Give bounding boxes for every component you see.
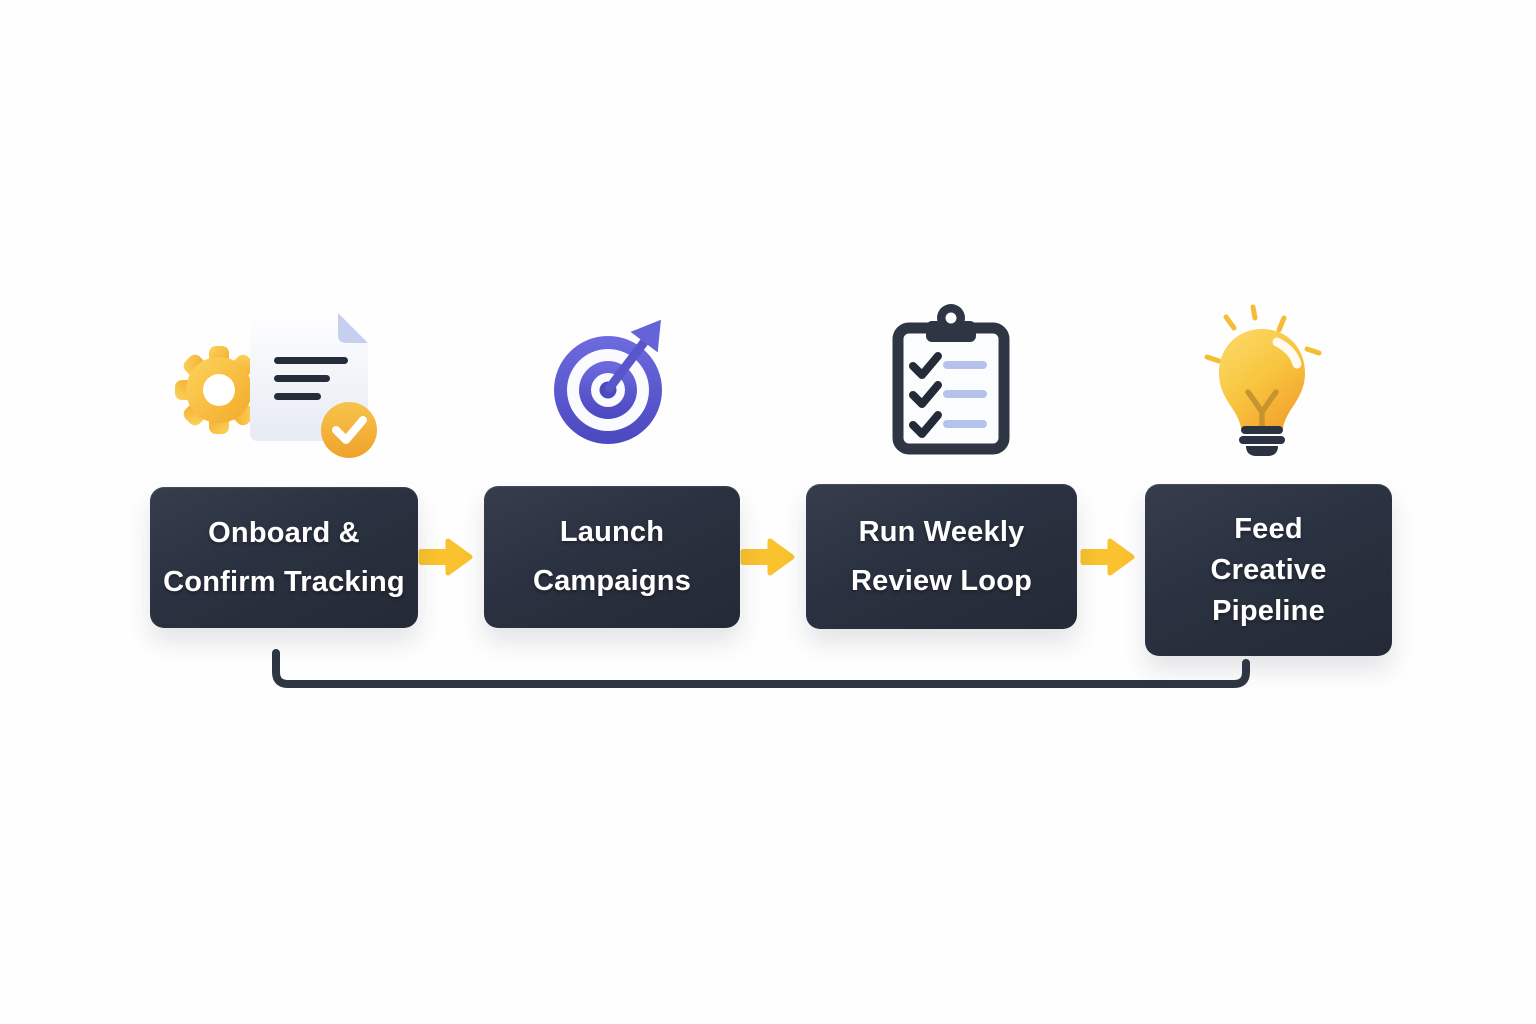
step-label-line: Creative [1210, 553, 1327, 586]
step-label-line: Review Loop [850, 564, 1033, 597]
lightbulb-icon [1195, 300, 1340, 470]
flow-arrow-icon-3 [1080, 534, 1136, 580]
step-label-line: Confirm Tracking [163, 565, 405, 598]
step-label-line: Onboard & [208, 516, 360, 549]
step-box-onboard-confirm-tracking: Onboard & Confirm Tracking [150, 487, 418, 628]
step-label-line: Run Weekly [858, 515, 1025, 548]
clipboard-checklist-icon [875, 295, 1025, 470]
flow-arrow-icon-1 [418, 534, 474, 580]
step-box-launch-campaigns: Launch Campaigns [484, 486, 740, 628]
step-label-line: Feed [1234, 512, 1303, 545]
target-arrow-icon [545, 300, 695, 465]
step-label-line: Campaigns [532, 565, 692, 597]
gear-document-check-icon [170, 300, 390, 475]
step-box-feed-creative-pipeline: Feed Creative Pipeline [1145, 484, 1392, 656]
step-box-run-weekly-review-loop: Run Weekly Review Loop [806, 484, 1077, 629]
flow-arrow-icon-2 [740, 534, 796, 580]
feedback-loop-line [256, 646, 1266, 702]
step-label-line: Launch [559, 516, 665, 548]
step-label-line: Pipeline [1212, 594, 1325, 627]
